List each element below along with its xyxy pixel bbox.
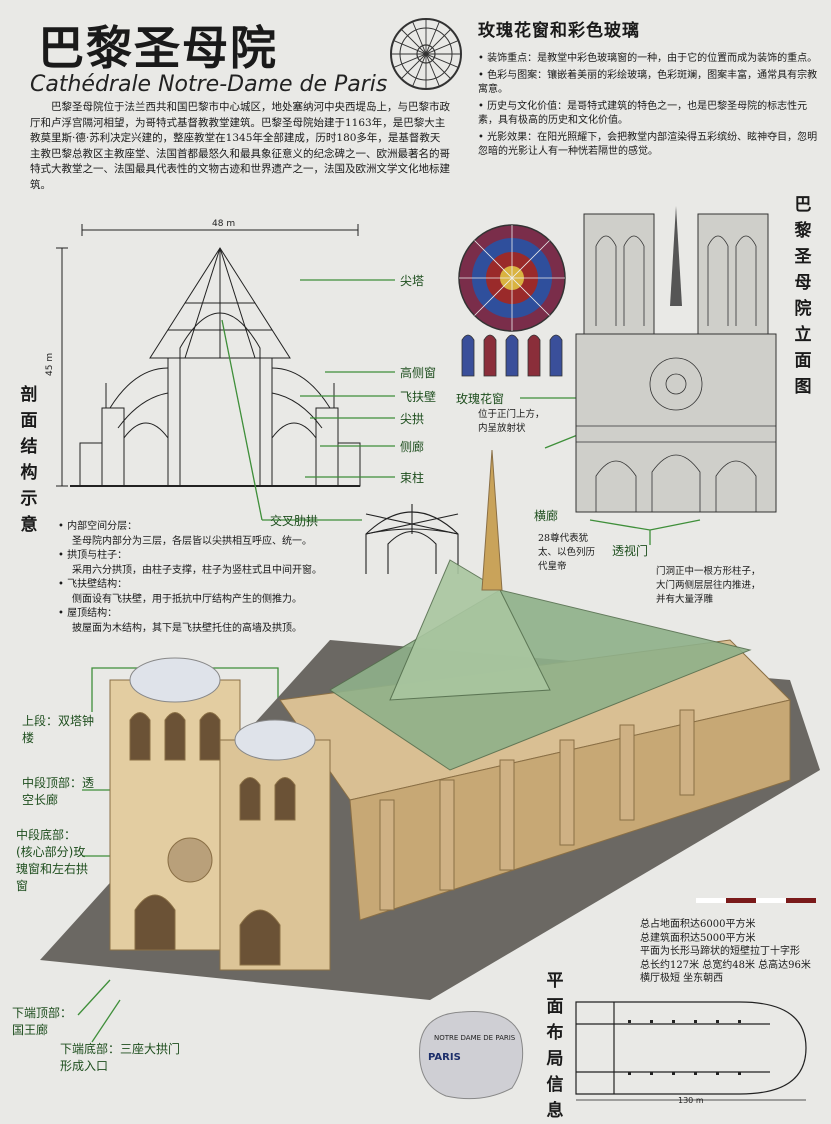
scale-bar: [696, 898, 816, 903]
rose-window-points: • 装饰重点：是教堂中彩色玻璃窗的一种，由于它的位置而成为装饰的重点。 • 色彩…: [478, 52, 818, 162]
label-kings-gallery-facade: 下端顶部：国王廊: [12, 1006, 73, 1037]
label-portal: 透视门: [612, 544, 649, 558]
page-subtitle: Cathédrale Notre-Dame de Paris: [30, 72, 388, 97]
kings-gallery-note: 28尊代表犹太、以色列历代皇帝: [538, 533, 596, 572]
label-pointed-arch: 尖拱: [400, 412, 425, 426]
label-upper-towers: 上段：双塔钟楼: [22, 714, 95, 745]
list-item: • 拱顶与柱子：采用六分拱顶，由柱子支撑，柱子为竖柱式且中间开窗。: [58, 550, 322, 576]
page-title: 巴黎圣母院: [38, 21, 278, 75]
label-side-aisle: 侧廊: [400, 440, 425, 454]
label-rib-vault: 交叉肋拱: [270, 514, 319, 528]
rose-window-icon: [390, 18, 462, 90]
label-clustered-column: 束柱: [400, 471, 425, 485]
rose-window-note: 位于正门上方，内呈放射状: [478, 409, 545, 434]
label-flying-buttress: 飞扶壁: [400, 390, 437, 404]
width-dimension-label: 48 m: [212, 219, 235, 229]
height-dimension-label: 45 m: [45, 353, 55, 376]
map-badge-title: NOTRE DAME DE PARIS: [434, 1034, 516, 1042]
list-item: • 历史与文化价值：是哥特式建筑的特色之一，也是巴黎圣母院的标志性元素，具有极高…: [478, 100, 808, 127]
label-spire: 尖塔: [400, 274, 425, 288]
lancet-windows: [461, 334, 563, 377]
rose-window-illustration: [458, 224, 566, 332]
elevation-vertical-title: 巴黎圣母院立面图: [794, 195, 812, 397]
label-kings-gallery: 横廊: [534, 509, 559, 523]
plan-info: 总占地面积达6000平方米 总建筑面积达5000平方米 平面为长形马蹄状的短壁拉…: [640, 918, 811, 986]
list-item: 总建筑面积达5000平方米: [640, 932, 756, 944]
label-clerestory: 高侧窗: [400, 366, 437, 380]
label-rose-window: 玫瑰花窗: [456, 392, 505, 406]
plan-length-label: 130 m: [678, 1096, 704, 1104]
intro-paragraph: 巴黎圣母院位于法兰西共和国巴黎市中心城区，地处塞纳河中央西堤岛上，与巴黎市政厅和…: [30, 101, 450, 191]
rib-vault-sketch: [365, 504, 459, 574]
list-item: • 光影效果：在阳光照耀下，会把教堂内部渲染得五彩缤纷、眩神夺目，忽明忽暗的光影…: [478, 131, 818, 158]
list-item: 平面为长形马蹄状的短壁拉丁十字形: [640, 946, 800, 957]
section-vertical-title: 剖面结构示意: [20, 385, 38, 535]
list-item: 横厅极短 坐东朝西: [640, 973, 724, 984]
rose-window-heading: 玫瑰花窗和彩色玻璃: [478, 21, 640, 41]
list-item: 总长约127米 总宽约48米 总高达96米: [640, 959, 811, 971]
list-item: • 屋顶结构：披屋面为木结构，其下是飞扶壁托住的高墙及拱顶。: [58, 608, 302, 634]
structure-notes: • 内部空间分层：圣母院内部分为三层，各层皆以尖拱相互呼应、统一。 • 拱顶与柱…: [58, 520, 358, 636]
map-badge-city: PARIS: [428, 1052, 461, 1063]
label-portals: 下端底部：三座大拱门形成入口: [60, 1042, 181, 1073]
cathedral-model-illustration: [40, 449, 820, 1000]
list-item: • 内部空间分层：圣母院内部分为三层，各层皆以尖拱相互呼应、统一。: [58, 521, 312, 547]
list-item: • 色彩与图案：镶嵌着美丽的彩绘玻璃，色彩斑斓，图案丰富，通常具有宗教寓意。: [478, 69, 818, 96]
facade-elevation: [575, 206, 777, 513]
list-item: • 飞扶壁结构：侧面设有飞扶壁，用于抵抗中厅结构产生的侧推力。: [58, 579, 302, 605]
plan-vertical-title: 平面布局信息: [546, 971, 564, 1121]
floor-plan: 130 m: [575, 1001, 807, 1104]
list-item: 总占地面积达6000平方米: [640, 919, 756, 930]
paris-map-badge: NOTRE DAME DE PARIS PARIS: [419, 1010, 524, 1100]
portal-note: 门洞正中一根方形柱子，大门两侧层层往内推进，并有大量浮雕: [656, 566, 761, 605]
label-middle-rose: 中段底部：(核心部分)玫瑰窗和左右拱窗: [16, 828, 89, 893]
label-upper-gallery: 中段顶部：透空长廊: [22, 776, 95, 807]
list-item: • 装饰重点：是教堂中彩色玻璃窗的一种，由于它的位置而成为装饰的重点。: [478, 53, 818, 64]
